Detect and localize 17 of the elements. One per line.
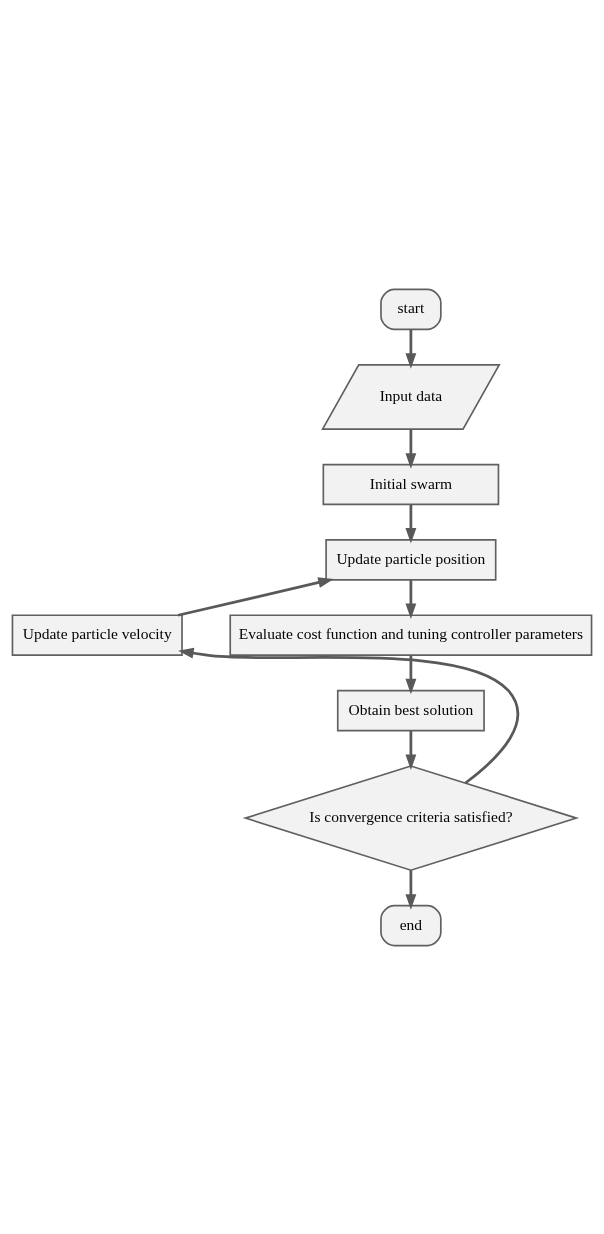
arrow [178,647,520,784]
arrow [177,576,334,617]
node-box: start [380,288,442,330]
node-box: Evaluate cost function and tuning controller parameters [229,613,593,656]
node-box: Initial swarm [322,463,500,505]
arrow [405,869,417,910]
arrow [405,328,417,369]
arrow [405,730,417,770]
node-box: Update particle position [325,538,497,581]
arrow [405,504,417,544]
node-box: Obtain best solution [336,689,485,731]
arrow [405,579,417,619]
node-box: end [380,904,442,946]
node-box: Update particle velocity [11,613,183,656]
node-diamond: Is convergence criteria satisfied? [242,764,580,871]
arrow [405,655,417,694]
arrow [405,428,417,469]
